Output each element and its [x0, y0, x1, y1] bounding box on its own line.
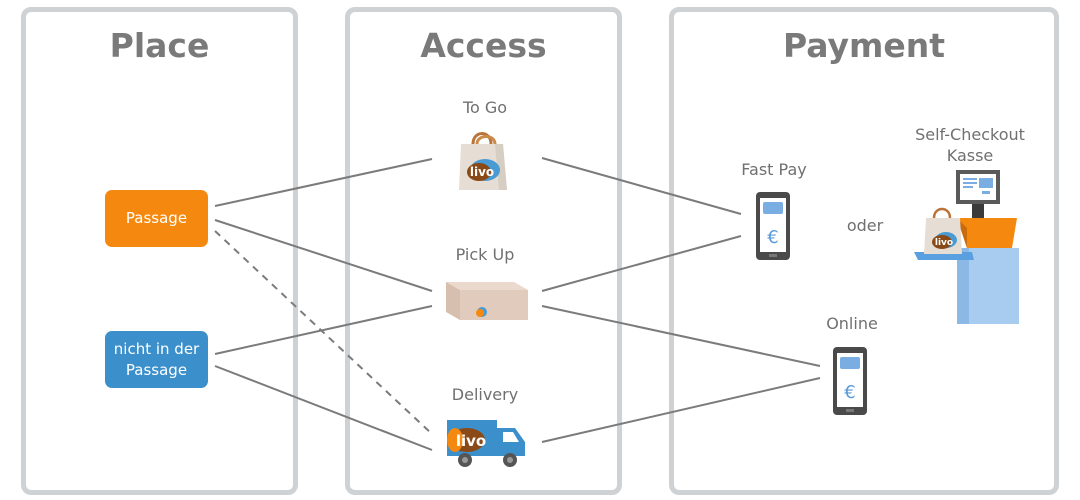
- passage-node[interactable]: Passage: [105, 190, 208, 247]
- smartphone-euro-icon: €: [756, 192, 790, 260]
- livo-logo-text: livo: [456, 432, 486, 450]
- livo-logo-text: livo: [935, 238, 953, 248]
- place-title: Place: [109, 26, 210, 65]
- payment-title: Payment: [782, 26, 946, 65]
- access-title: Access: [420, 26, 547, 65]
- delivery-label: Delivery: [451, 385, 519, 404]
- selfcheckout-label-line2: Kasse: [946, 146, 994, 165]
- smartphone-euro-icon: €: [833, 347, 867, 415]
- selfcheckout-label-line1: Self-Checkout: [915, 125, 1025, 144]
- self-checkout-kiosk-icon: livo: [914, 170, 1019, 324]
- parcel-box-icon: [446, 282, 528, 320]
- online-label: Online: [826, 314, 878, 333]
- passage-label: Passage: [125, 209, 188, 227]
- togo-label: To Go: [462, 98, 508, 117]
- svg-text:€: €: [767, 227, 778, 248]
- pickup-label: Pick Up: [455, 245, 515, 264]
- place-panel: Place: [21, 7, 298, 495]
- fastpay-label: Fast Pay: [741, 160, 807, 179]
- oder-label: oder: [846, 216, 884, 235]
- nicht-in-der-passage-label: nicht in der Passage: [113, 339, 200, 379]
- livo-logo-text: livo: [470, 165, 494, 179]
- svg-text:€: €: [844, 382, 855, 403]
- shopping-bag-icon: livo: [459, 132, 507, 190]
- delivery-truck-icon: livo: [447, 420, 525, 467]
- nicht-in-der-passage-node[interactable]: nicht in der Passage: [105, 331, 208, 388]
- selfcheckout-label: Self-Checkout Kasse: [895, 124, 1045, 166]
